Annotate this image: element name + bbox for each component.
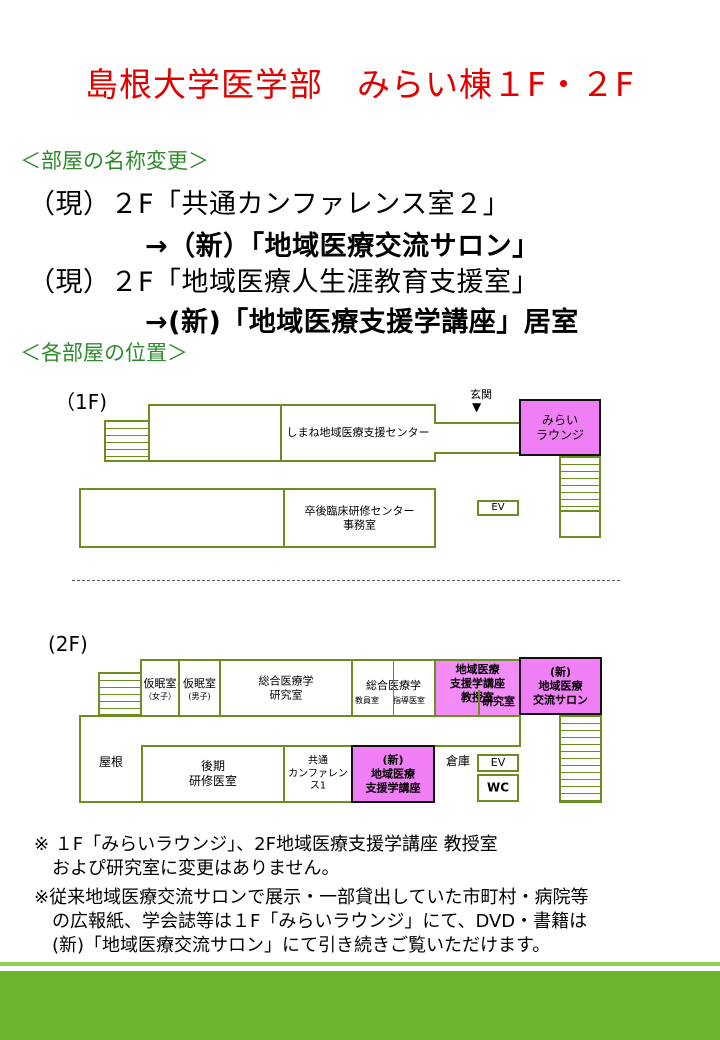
room-new-dept: (新) 地域医療 支援学講座 bbox=[351, 745, 435, 803]
room-mirai-lounge: みらい ラウンジ bbox=[519, 399, 601, 456]
section-heading-locations: ＜各部屋の位置＞ bbox=[20, 341, 188, 365]
stairs-2f-left bbox=[98, 672, 142, 716]
floor2-label: (2F) bbox=[48, 632, 88, 656]
room-nap-male: 仮眠室 (男子) bbox=[178, 659, 221, 717]
note-line-2: およぴ研究室に変更はありません。 bbox=[34, 858, 340, 879]
footer-band bbox=[0, 962, 720, 1040]
room-1f-left bbox=[148, 404, 282, 462]
section-heading-rename: ＜部屋の名称変更＞ bbox=[20, 149, 209, 173]
rename-line-1: （現）２F「共通カンファレンス室２」 bbox=[28, 189, 511, 220]
room-general-med-offices: 総合医療学 教員室 指導医室 bbox=[351, 659, 436, 717]
room-nap-female: 仮眠室 （女子） bbox=[140, 659, 180, 717]
corridor-2f bbox=[141, 715, 521, 747]
rename-line-2: →（新）「地域医療交流サロン」 bbox=[145, 231, 540, 262]
room-roof: 屋根 bbox=[79, 715, 143, 803]
ev-2f: EV bbox=[477, 754, 519, 772]
floor-divider bbox=[72, 580, 620, 581]
room-1f-lower-left bbox=[79, 488, 285, 548]
stairs-2f-right bbox=[559, 715, 602, 803]
page-title: 島根大学医学部 みらい棟１F・２F bbox=[85, 65, 635, 104]
stairs-1f-right bbox=[559, 456, 601, 512]
stairs-1f-left bbox=[104, 420, 150, 462]
rename-line-4: →(新)「地域医療支援学講座」居室 bbox=[145, 307, 579, 338]
corridor-1f bbox=[434, 422, 522, 454]
note-line-1: ※ １F「みらいラウンジ」、2F地域医療支援学講座 教授室 bbox=[34, 834, 498, 855]
note-line-5: (新)「地域医療交流サロン」にて引き続きご覧いただけます。 bbox=[34, 935, 551, 956]
room-postgrad: 後期 研修医室 bbox=[141, 745, 285, 803]
room-conference: 共通 カンファレンス1 bbox=[283, 745, 353, 803]
room-wc: WC bbox=[477, 774, 519, 802]
storage-label: 倉庫 bbox=[446, 754, 471, 768]
room-new-salon: (新) 地域医療 交流サロン bbox=[519, 657, 602, 715]
note-line-4: の広報紙、学会誌等は１F「みらいラウンジ」にて、DVD・書籍は bbox=[34, 911, 588, 932]
room-training-center: 卒後臨床研修センター 事務室 bbox=[283, 488, 436, 548]
entrance-arrow-icon: ▼ bbox=[472, 400, 482, 414]
entrance-label: 玄関 bbox=[470, 388, 492, 401]
ev-1f: EV bbox=[477, 500, 519, 516]
room-support-center: しまね地域医療支援センター bbox=[280, 404, 436, 462]
room-1f-right-lower bbox=[559, 510, 601, 538]
note-line-3: ※従来地域医療交流サロンで展示・一部貸出していた市町村・病院等 bbox=[34, 887, 589, 908]
room-general-med-lab: 総合医療学 研究室 bbox=[219, 659, 353, 717]
rename-line-3: （現）２F「地域医療人生涯教育支援室」 bbox=[28, 267, 540, 298]
floor1-label: （1F) bbox=[55, 390, 108, 414]
room-regional-lab: 研究室 bbox=[478, 690, 521, 717]
